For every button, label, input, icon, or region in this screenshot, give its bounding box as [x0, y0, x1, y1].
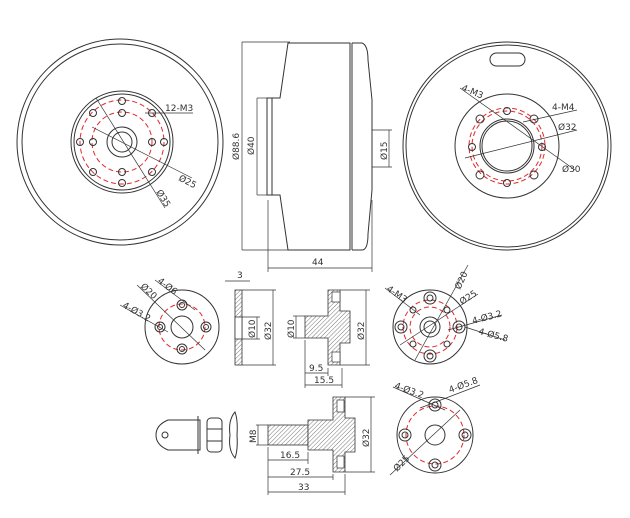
pcd32-label: Ø32 — [558, 122, 577, 133]
holes58-label: 4-Ø5.8 — [477, 326, 509, 345]
nut — [206, 417, 223, 453]
mounting-holes — [468, 107, 546, 187]
len-a-label: 9.5 — [309, 364, 323, 374]
prop-flange-side: 3 Ø10 Ø32 — [225, 271, 276, 366]
motor-side-view: Ø88.6 Ø40 Ø15 44 — [231, 41, 392, 272]
motor-front-view: 12-M3 Ø25 Ø35 — [16, 38, 224, 246]
holes32-label: 4-Ø3.2 — [471, 308, 503, 326]
prop-flange-front: 4-Ø6 Ø20 4-Ø3.2 — [119, 276, 220, 365]
wire-slot — [489, 52, 526, 67]
pcd20-label: Ø20 — [453, 270, 471, 292]
shaft-adapter-front: 4-Ø3.2 4-Ø5.8 Ø25 — [389, 375, 481, 476]
washer — [229, 411, 238, 459]
shaft-diameter-label: Ø15 — [379, 141, 390, 160]
shaft-adapter: M8 Ø32 16.5 27.5 33 — [249, 396, 375, 495]
len-b-label: 27.5 — [290, 468, 310, 478]
adapter-section: Ø10 Ø32 9.5 15.5 — [286, 289, 370, 388]
thickness-label: 3 — [237, 271, 243, 281]
diameter-label: Ø32 — [361, 428, 372, 447]
m4-label: 4-M4 — [552, 103, 575, 113]
m3-label: 4-M3 — [384, 284, 408, 305]
thread-label: M8 — [249, 429, 259, 443]
pcd30-label: Ø30 — [562, 164, 581, 175]
spinner-cap — [155, 419, 201, 451]
holes-label: 12-M3 — [165, 104, 193, 114]
holes32-label: 4-Ø3.2 — [121, 300, 153, 324]
len-a-label: 16.5 — [280, 451, 300, 461]
bore-label: Ø10 — [247, 319, 258, 338]
holes6-label: 4-Ø6 — [155, 276, 179, 298]
base-diameter-label: Ø40 — [246, 136, 257, 155]
bore-label: Ø10 — [286, 319, 297, 338]
len-c-label: 33 — [298, 483, 309, 493]
adapter-front: 4-M3 Ø20 Ø25 4-Ø3.2 4-Ø5.8 — [384, 264, 510, 365]
len-b-label: 15.5 — [314, 376, 334, 386]
outer-pcd-label: Ø35 — [153, 188, 172, 210]
prop-nut-set — [155, 411, 238, 459]
length-label: 44 — [312, 258, 324, 268]
diameter-label: Ø88.6 — [231, 133, 242, 160]
diameter-label: Ø32 — [263, 321, 274, 340]
holes58-label: 4-Ø5.8 — [447, 375, 480, 396]
motor-rear-view: 4-M3 4-M4 Ø32 Ø30 — [402, 41, 612, 251]
m3-label: 4-M3 — [460, 84, 485, 102]
diameter-label: Ø32 — [356, 321, 367, 340]
holes32-label: 4-Ø3.2 — [393, 380, 425, 401]
